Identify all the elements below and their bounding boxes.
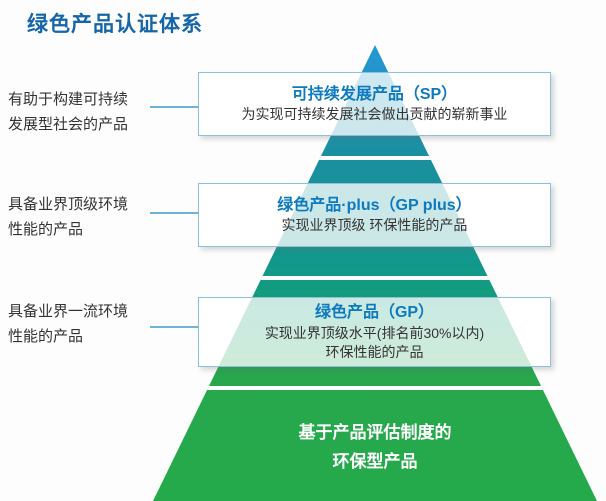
level-box-gp-plus: 绿色产品·plus（GP plus） 实现业界顶级 环保性能的产品 (198, 183, 551, 247)
side-label-top-class: 具备业界顶级环境 性能的产品 (8, 196, 129, 238)
pyramid-base-label: 基于产品评估制度的 环保型产品 (298, 423, 452, 471)
level-box-gp: 绿色产品（GP） 实现业界顶级水平(排名前30%以内) 环保性能的产品 (198, 297, 551, 367)
connector-line-gp-plus (150, 212, 198, 214)
level-box-gp-body: 实现业界顶级水平(排名前30%以内) 环保性能的产品 (264, 324, 485, 360)
pyramid-divider-1 (153, 156, 597, 160)
level-box-sp: 可持续发展产品（SP） 为实现可持续发展社会做出贡献的崭新事业 (198, 72, 551, 136)
level-box-gp-plus-body: 实现业界顶级 环保性能的产品 (281, 217, 468, 234)
pyramid-divider-3 (153, 386, 597, 390)
level-box-sp-title: 可持续发展产品（SP） (291, 85, 458, 103)
level-box-gp-title: 绿色产品（GP） (314, 304, 435, 322)
connector-line-gp (150, 326, 198, 328)
pyramid-divider-2 (153, 276, 597, 280)
page-title: 绿色产品认证体系 (27, 13, 203, 36)
level-box-sp-body: 为实现可持续发展社会做出贡献的崭新事业 (241, 106, 508, 123)
side-label-first-class: 具备业界一流环境 性能的产品 (8, 303, 129, 345)
side-label-sustainable: 有助于构建可持续 发展型社会的产品 (8, 91, 129, 133)
connector-line-sp (150, 106, 198, 108)
level-box-gp-plus-title: 绿色产品·plus（GP plus） (277, 196, 472, 214)
